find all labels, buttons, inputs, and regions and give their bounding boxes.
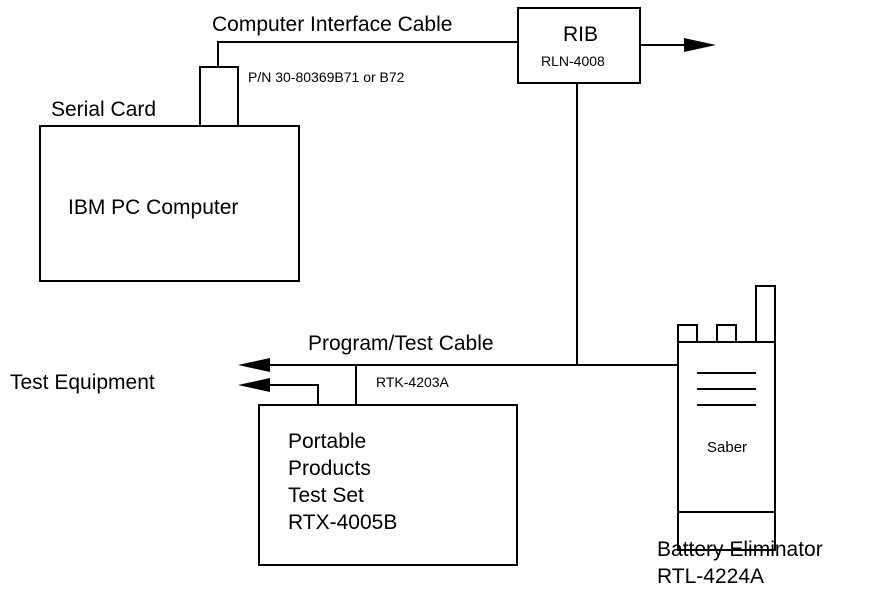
part-number-label: P/N 30-80369B71 or B72 [248, 69, 405, 85]
ibm-pc-label: IBM PC Computer [68, 196, 238, 219]
battery-eliminator-label: Battery Eliminator [657, 538, 823, 561]
rib-output-arrow [684, 38, 716, 52]
saber-radio: Saber [677, 285, 776, 551]
test-set-line-3: Test Set [288, 484, 364, 507]
computer-interface-cable-label: Computer Interface Cable [212, 13, 452, 36]
test-set-line-1: Portable [288, 430, 366, 453]
program-test-cable-arrow [238, 358, 270, 372]
battery-eliminator-model: RTL-4224A [657, 565, 764, 588]
test-set-line-4: RTX-4005B [288, 511, 397, 534]
serial-card-box [199, 66, 239, 128]
test-equipment-arrow [238, 378, 270, 392]
test-set-line-2: Products [288, 457, 371, 480]
rib-title: RIB [563, 23, 598, 46]
test-equipment-label: Test Equipment [10, 371, 155, 394]
test-set-box [258, 404, 518, 566]
program-test-cable-label: Program/Test Cable [308, 332, 494, 355]
rib-box [517, 7, 641, 84]
radio-knob-left [677, 324, 698, 343]
radio-knob-right [716, 324, 737, 343]
radio-body [677, 341, 776, 551]
rtk-model-label: RTK-4203A [376, 374, 450, 390]
computer-interface-cable-line [217, 41, 518, 67]
test-equipment-line [268, 384, 319, 405]
saber-label: Saber [707, 439, 747, 456]
ibm-pc-box [39, 125, 300, 282]
rib-model: RLN-4008 [541, 53, 605, 69]
radio-antenna [755, 285, 776, 343]
serial-card-label: Serial Card [51, 98, 156, 121]
